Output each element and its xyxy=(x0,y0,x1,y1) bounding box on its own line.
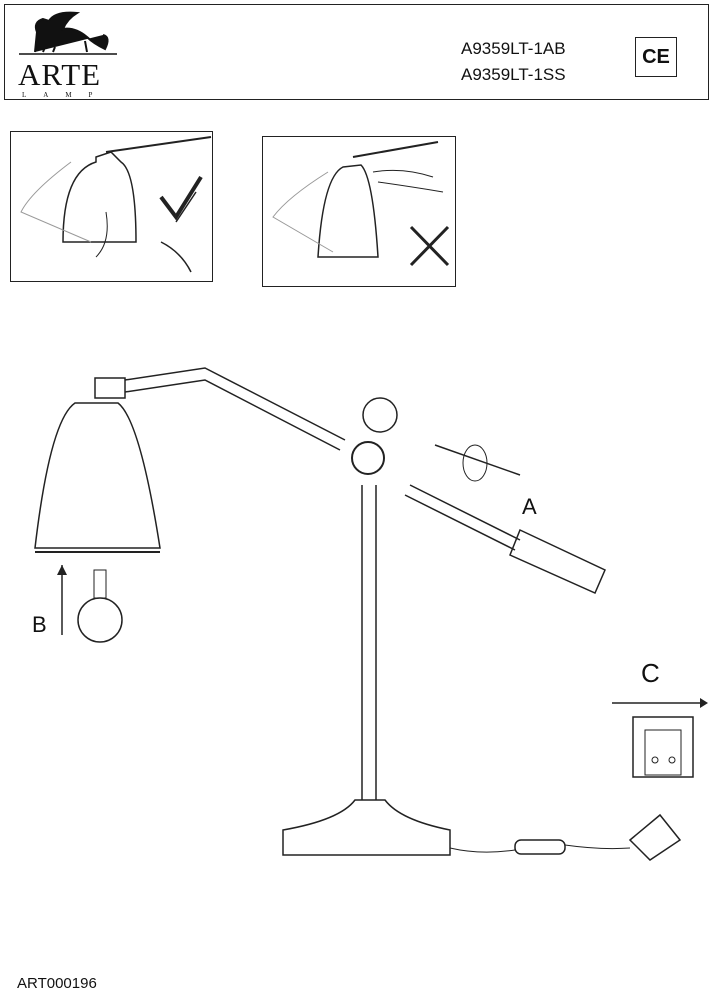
model-number: A9359LT-1AB xyxy=(461,39,566,58)
document-header: ARTE LAMP A9359LT-1AB A9359LT-1SS CE xyxy=(4,4,709,100)
ce-mark: CE xyxy=(635,37,677,77)
label-a: A xyxy=(522,494,537,519)
brand-subtitle: LAMP xyxy=(22,91,110,99)
model-number: A9359LT-1SS xyxy=(461,65,566,84)
incorrect-adjustment-panel xyxy=(262,136,456,287)
correct-adjustment-panel xyxy=(10,131,213,282)
label-b: B xyxy=(32,612,47,637)
brand-name: ARTE xyxy=(18,57,102,92)
document-code: ART000196 xyxy=(17,975,97,992)
lamp-shade-incorrect-illustration xyxy=(272,141,450,267)
lamp-shade-correct-illustration xyxy=(20,136,212,273)
label-c: C xyxy=(641,658,660,688)
winged-lion-logo-icon xyxy=(19,11,117,55)
